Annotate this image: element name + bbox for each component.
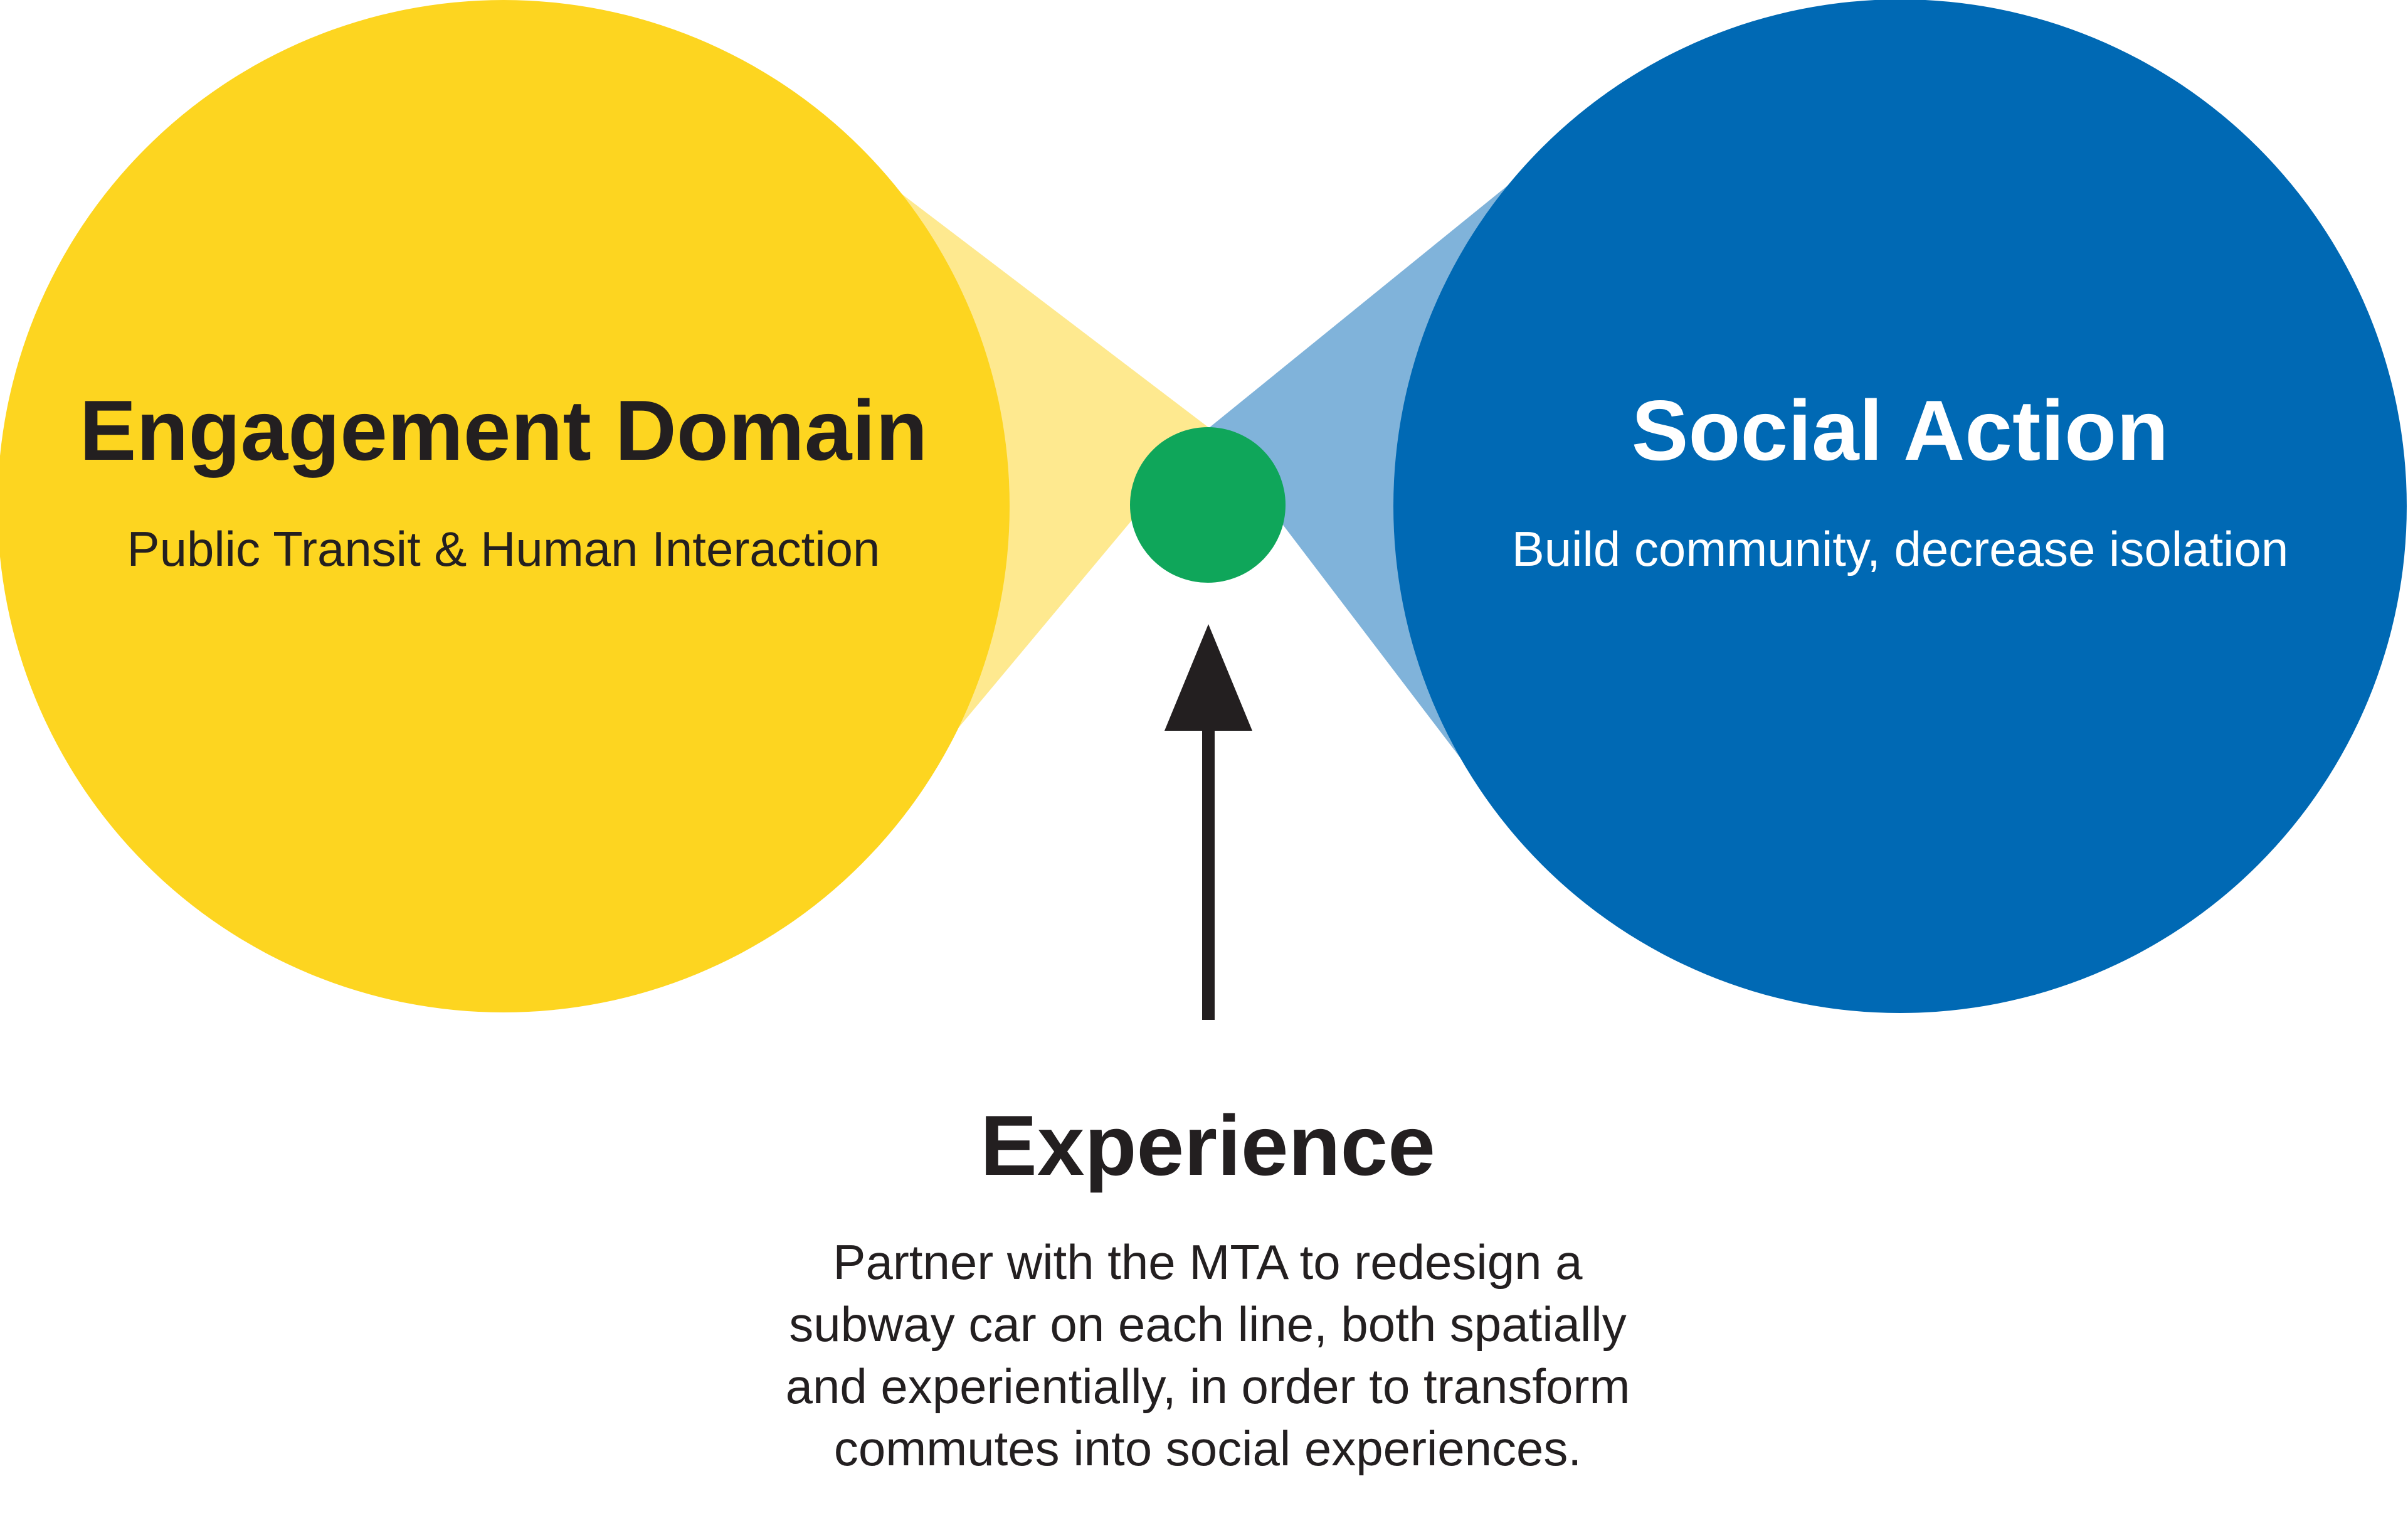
experience-description-line: commutes into social experiences. <box>834 1421 1582 1476</box>
engagement-domain-subtitle: Public Transit & Human Interaction <box>127 521 880 576</box>
arrow-up-icon <box>1164 624 1252 731</box>
social-action-circle <box>1393 0 2407 1013</box>
experience-description-line: and experientially, in order to transfor… <box>786 1359 1630 1414</box>
experience-title: Experience <box>980 1098 1435 1193</box>
social-action-title: Social Action <box>1632 383 2168 478</box>
engagement-domain-title: Engagement Domain <box>80 383 928 478</box>
center-intersection-dot <box>1130 427 1286 583</box>
experience-description-line: Partner with the MTA to redesign a <box>833 1234 1583 1290</box>
experience-description-line: subway car on each line, both spatially <box>789 1297 1626 1352</box>
social-action-subtitle: Build community, decrease isolation <box>1512 521 2288 576</box>
engagement-domain-circle <box>0 0 1010 1012</box>
arrow-shaft <box>1202 709 1215 1020</box>
